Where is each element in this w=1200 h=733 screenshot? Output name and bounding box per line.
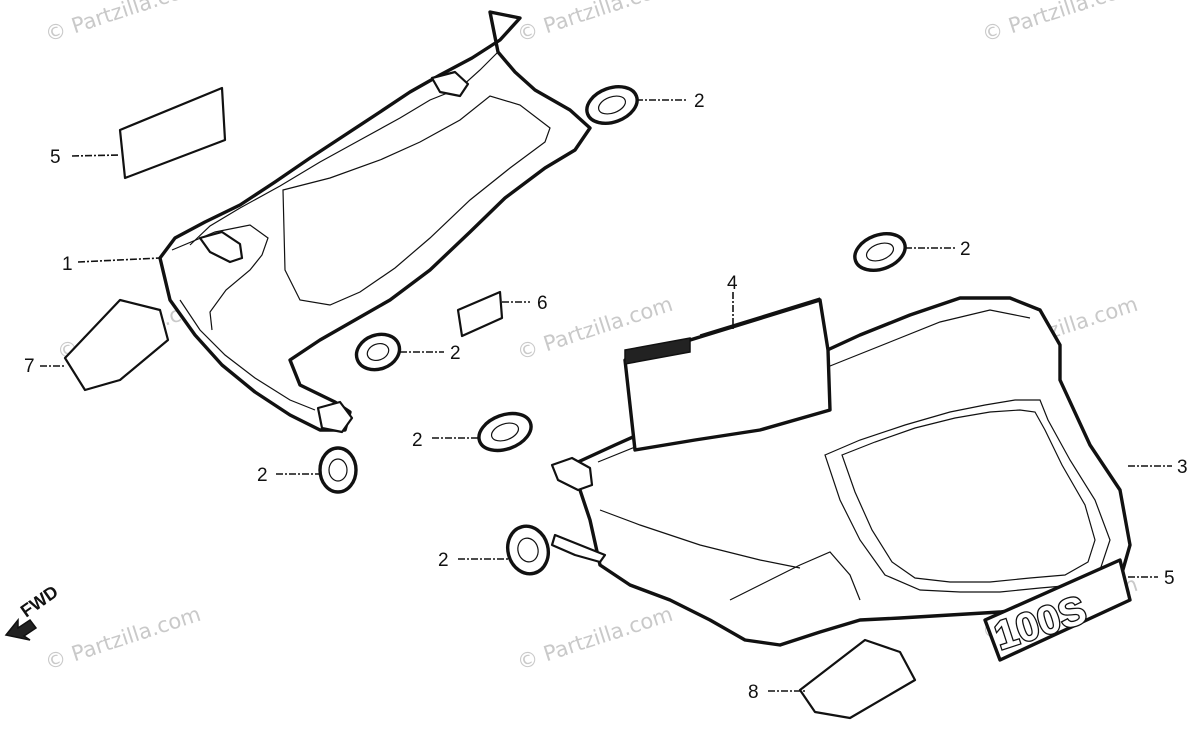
grommet-4 [477,411,533,453]
callout-2: 2 [412,430,423,451]
pad-left [63,298,170,392]
watermark: © Partzilla.com [514,0,676,47]
fwd-indicator: FWD [4,581,62,641]
decal-upper [118,86,227,180]
callout-6: 6 [537,293,548,314]
callout-2: 2 [438,550,449,571]
small-label [456,290,504,338]
left-side-cover [158,10,592,434]
callout-2: 2 [450,343,461,364]
grommet-2 [853,232,907,272]
fwd-label: FWD [17,581,62,621]
callout-2: 2 [257,465,268,486]
grommet-5 [318,446,358,494]
grommet-1 [585,85,639,125]
watermark: © Partzilla.com [514,602,676,675]
callout-1: 1 [62,254,73,275]
callout-7: 7 [24,356,35,377]
pad-right [798,638,917,720]
watermark: © Partzilla.com [979,0,1141,47]
callout-2: 2 [960,239,971,260]
grommet-6 [506,524,550,576]
callout-4: 4 [727,273,738,294]
tool-sheet [623,297,832,452]
callout-5-upper: 5 [50,147,61,168]
callout-3: 3 [1177,457,1188,478]
callouts: 1 5 7 2 2 2 2 2 2 6 4 3 5 8 [24,91,1188,703]
fwd-arrow-icon [4,617,38,641]
callout-5-lower: 5 [1164,568,1175,589]
watermark: © Partzilla.com [42,0,204,47]
callout-2: 2 [694,91,705,112]
watermark: © Partzilla.com [42,602,204,675]
leader-lines [40,99,1172,692]
callout-8: 8 [748,682,759,703]
grommet-3 [354,332,402,372]
